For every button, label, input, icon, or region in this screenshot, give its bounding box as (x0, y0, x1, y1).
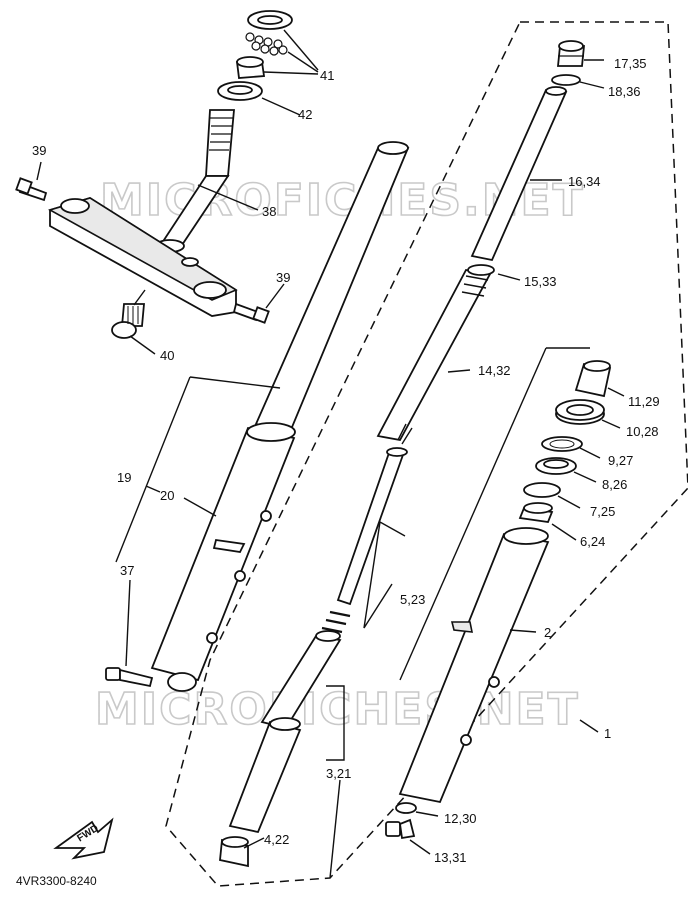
spacer-16-34 (470, 86, 568, 262)
callout-39-right: 39 (276, 270, 290, 285)
left-fork-outer-tube (150, 422, 296, 692)
bushing-6-24 (518, 502, 554, 523)
bolt-39-left (15, 177, 48, 202)
callout-38: 38 (262, 204, 276, 219)
left-fork-inner-tube (254, 141, 410, 434)
callout-3-21: 3,21 (326, 766, 351, 781)
slide-metal-11-29 (574, 360, 612, 398)
o-ring-18-36 (551, 74, 581, 86)
fork-tube-lower-4-22 (228, 717, 302, 834)
watermark-bottom: MICROFICHES.NET (95, 684, 580, 735)
assembly-boundary-dashed (165, 21, 688, 887)
callout-19: 19 (117, 470, 131, 485)
callout-7-25: 7,25 (590, 504, 615, 519)
callout-41: 41 (320, 68, 334, 83)
callout-11-29: 11,29 (628, 394, 660, 409)
callout-17-35: 17,35 (614, 56, 647, 71)
callout-40: 40 (160, 348, 174, 363)
callout-15-33: 15,33 (524, 274, 557, 289)
callout-4-22: 4,22 (264, 832, 289, 847)
gasket-12-30 (395, 802, 417, 814)
bolt-37 (105, 667, 154, 688)
cap-bolt-17-35 (557, 40, 585, 67)
callout-16-34: 16,34 (568, 174, 601, 189)
callout-14-32: 14,32 (478, 363, 511, 378)
callout-12-30: 12,30 (444, 811, 477, 826)
drawing-code: 4VR3300-8240 (16, 874, 97, 888)
callout-20: 20 (160, 488, 174, 503)
fwd-arrow-icon: FWD (53, 817, 114, 860)
callout-2: 2 (544, 625, 551, 640)
callout-5-23: 5,23 (400, 592, 425, 607)
rebound-spring (321, 610, 351, 634)
callout-8-26: 8,26 (602, 477, 627, 492)
bolt-39-right (232, 302, 270, 324)
callout-13-31: 13,31 (434, 850, 467, 865)
upper-bearing-set (217, 10, 293, 101)
callout-9-27: 9,27 (608, 453, 633, 468)
callout-18-36: 18,36 (608, 84, 641, 99)
callout-6-24: 6,24 (580, 534, 605, 549)
callout-10-28: 10,28 (626, 424, 659, 439)
bushing-7-25 (523, 482, 561, 498)
damper-rod (336, 447, 408, 606)
oil-seal-10-28 (555, 399, 605, 425)
callout-42: 42 (298, 107, 312, 122)
clip-9-27 (541, 436, 583, 452)
outer-tube-2 (398, 527, 550, 804)
callout-1: 1 (604, 726, 611, 741)
callout-37: 37 (120, 563, 134, 578)
collar-40 (111, 303, 145, 339)
bolt-13-31 (385, 818, 416, 840)
callout-39-left: 39 (32, 143, 46, 158)
washer-8-26 (535, 457, 577, 475)
fork-spring-upper (376, 264, 495, 445)
oil-lock-piece (219, 836, 249, 868)
